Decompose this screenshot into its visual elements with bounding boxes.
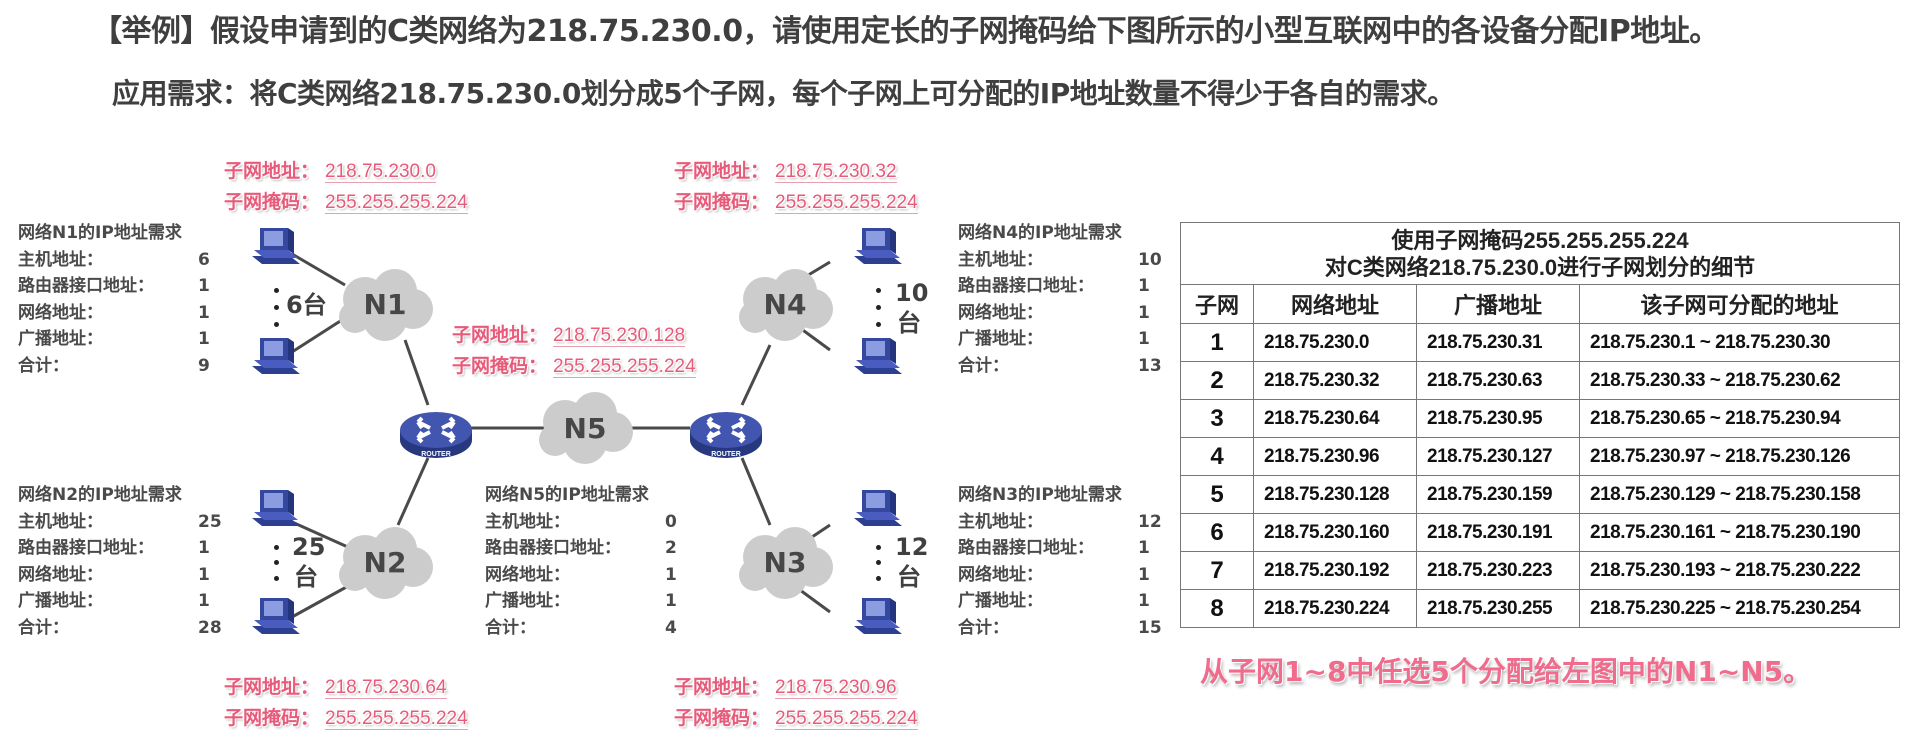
requirements-n2: 网络N2的IP地址需求 主机地址：25 路由器接口地址：1 网络地址：1 广播地… bbox=[18, 485, 222, 638]
page-subtitle: 应用需求：将C类网络218.75.230.0划分成5个子网，每个子网上可分配的I… bbox=[112, 77, 1455, 110]
pc-icon-n4-top bbox=[854, 228, 902, 264]
subnet-label-n1: 子网地址：218.75.230.0 子网掩码：255.255.255.224 bbox=[224, 160, 468, 214]
pc-icon-n3-bottom bbox=[854, 598, 902, 634]
subnet-label-n2: 子网地址：218.75.230.64 子网掩码：255.255.255.224 bbox=[224, 676, 468, 730]
count-n4-num: 10 bbox=[895, 279, 929, 307]
count-n3-num: 12 bbox=[895, 533, 929, 561]
pc-icon-n1-bottom bbox=[252, 338, 300, 374]
pc-icon-n1-top bbox=[252, 228, 300, 264]
cloud-label-n4: N4 bbox=[763, 288, 807, 321]
count-n2-num: 25 bbox=[292, 533, 326, 561]
subnet-label-n4: 子网地址：218.75.230.32 子网掩码：255.255.255.224 bbox=[674, 160, 918, 214]
page-title: 【举例】假设申请到的C类网络为218.75.230.0，请使用定长的子网掩码给下… bbox=[92, 14, 1719, 49]
col-header-broadcast: 广播地址 bbox=[1416, 284, 1580, 324]
pc-icon-n3-top bbox=[854, 490, 902, 526]
cloud-label-n2: N2 bbox=[363, 546, 407, 579]
requirements-n4: 网络N4的IP地址需求 主机地址：10 路由器接口地址：1 网络地址：1 广播地… bbox=[958, 223, 1162, 376]
table-header-row: 子网 网络地址 广播地址 该子网可分配的地址 bbox=[1180, 284, 1900, 324]
pc-icon-n2-top bbox=[252, 490, 300, 526]
cloud-label-n3: N3 bbox=[763, 546, 807, 579]
requirements-n3: 网络N3的IP地址需求 主机地址：12 路由器接口地址：1 网络地址：1 广播地… bbox=[958, 485, 1162, 638]
count-n3-unit: 台 bbox=[897, 563, 921, 591]
cloud-label-n5: N5 bbox=[563, 412, 607, 445]
router-icon-left bbox=[400, 412, 472, 458]
col-header-subnet: 子网 bbox=[1180, 284, 1254, 324]
count-n4-unit: 台 bbox=[897, 309, 921, 337]
requirements-n1: 网络N1的IP地址需求 主机地址：6 路由器接口地址：1 网络地址：1 广播地址… bbox=[18, 223, 210, 376]
subnet-label-n5: 子网地址：218.75.230.128 子网掩码：255.255.255.224 bbox=[452, 324, 696, 378]
footnote: 从子网1~8中任选5个分配给左图中的N1~N5。 bbox=[1200, 655, 1812, 688]
router-icon-right bbox=[690, 412, 762, 458]
cloud-label-n1: N1 bbox=[363, 288, 407, 321]
count-n1: 6台 bbox=[286, 291, 327, 319]
col-header-assignable: 该子网可分配的地址 bbox=[1579, 284, 1900, 324]
count-n2-unit: 台 bbox=[294, 563, 318, 591]
pc-icon-n4-bottom bbox=[854, 338, 902, 374]
subnet-table: 使用子网掩码255.255.255.224 对C类网络218.75.230.0进… bbox=[1180, 222, 1900, 628]
col-header-network: 网络地址 bbox=[1253, 284, 1417, 324]
subnet-label-n3: 子网地址：218.75.230.96 子网掩码：255.255.255.224 bbox=[674, 676, 918, 730]
table-caption: 使用子网掩码255.255.255.224 对C类网络218.75.230.0进… bbox=[1180, 222, 1900, 285]
pc-icon-n2-bottom bbox=[252, 598, 300, 634]
network-diagram: ROUTER bbox=[252, 228, 902, 634]
requirements-n5: 网络N5的IP地址需求 主机地址：0 路由器接口地址：2 网络地址：1 广播地址… bbox=[485, 485, 677, 638]
